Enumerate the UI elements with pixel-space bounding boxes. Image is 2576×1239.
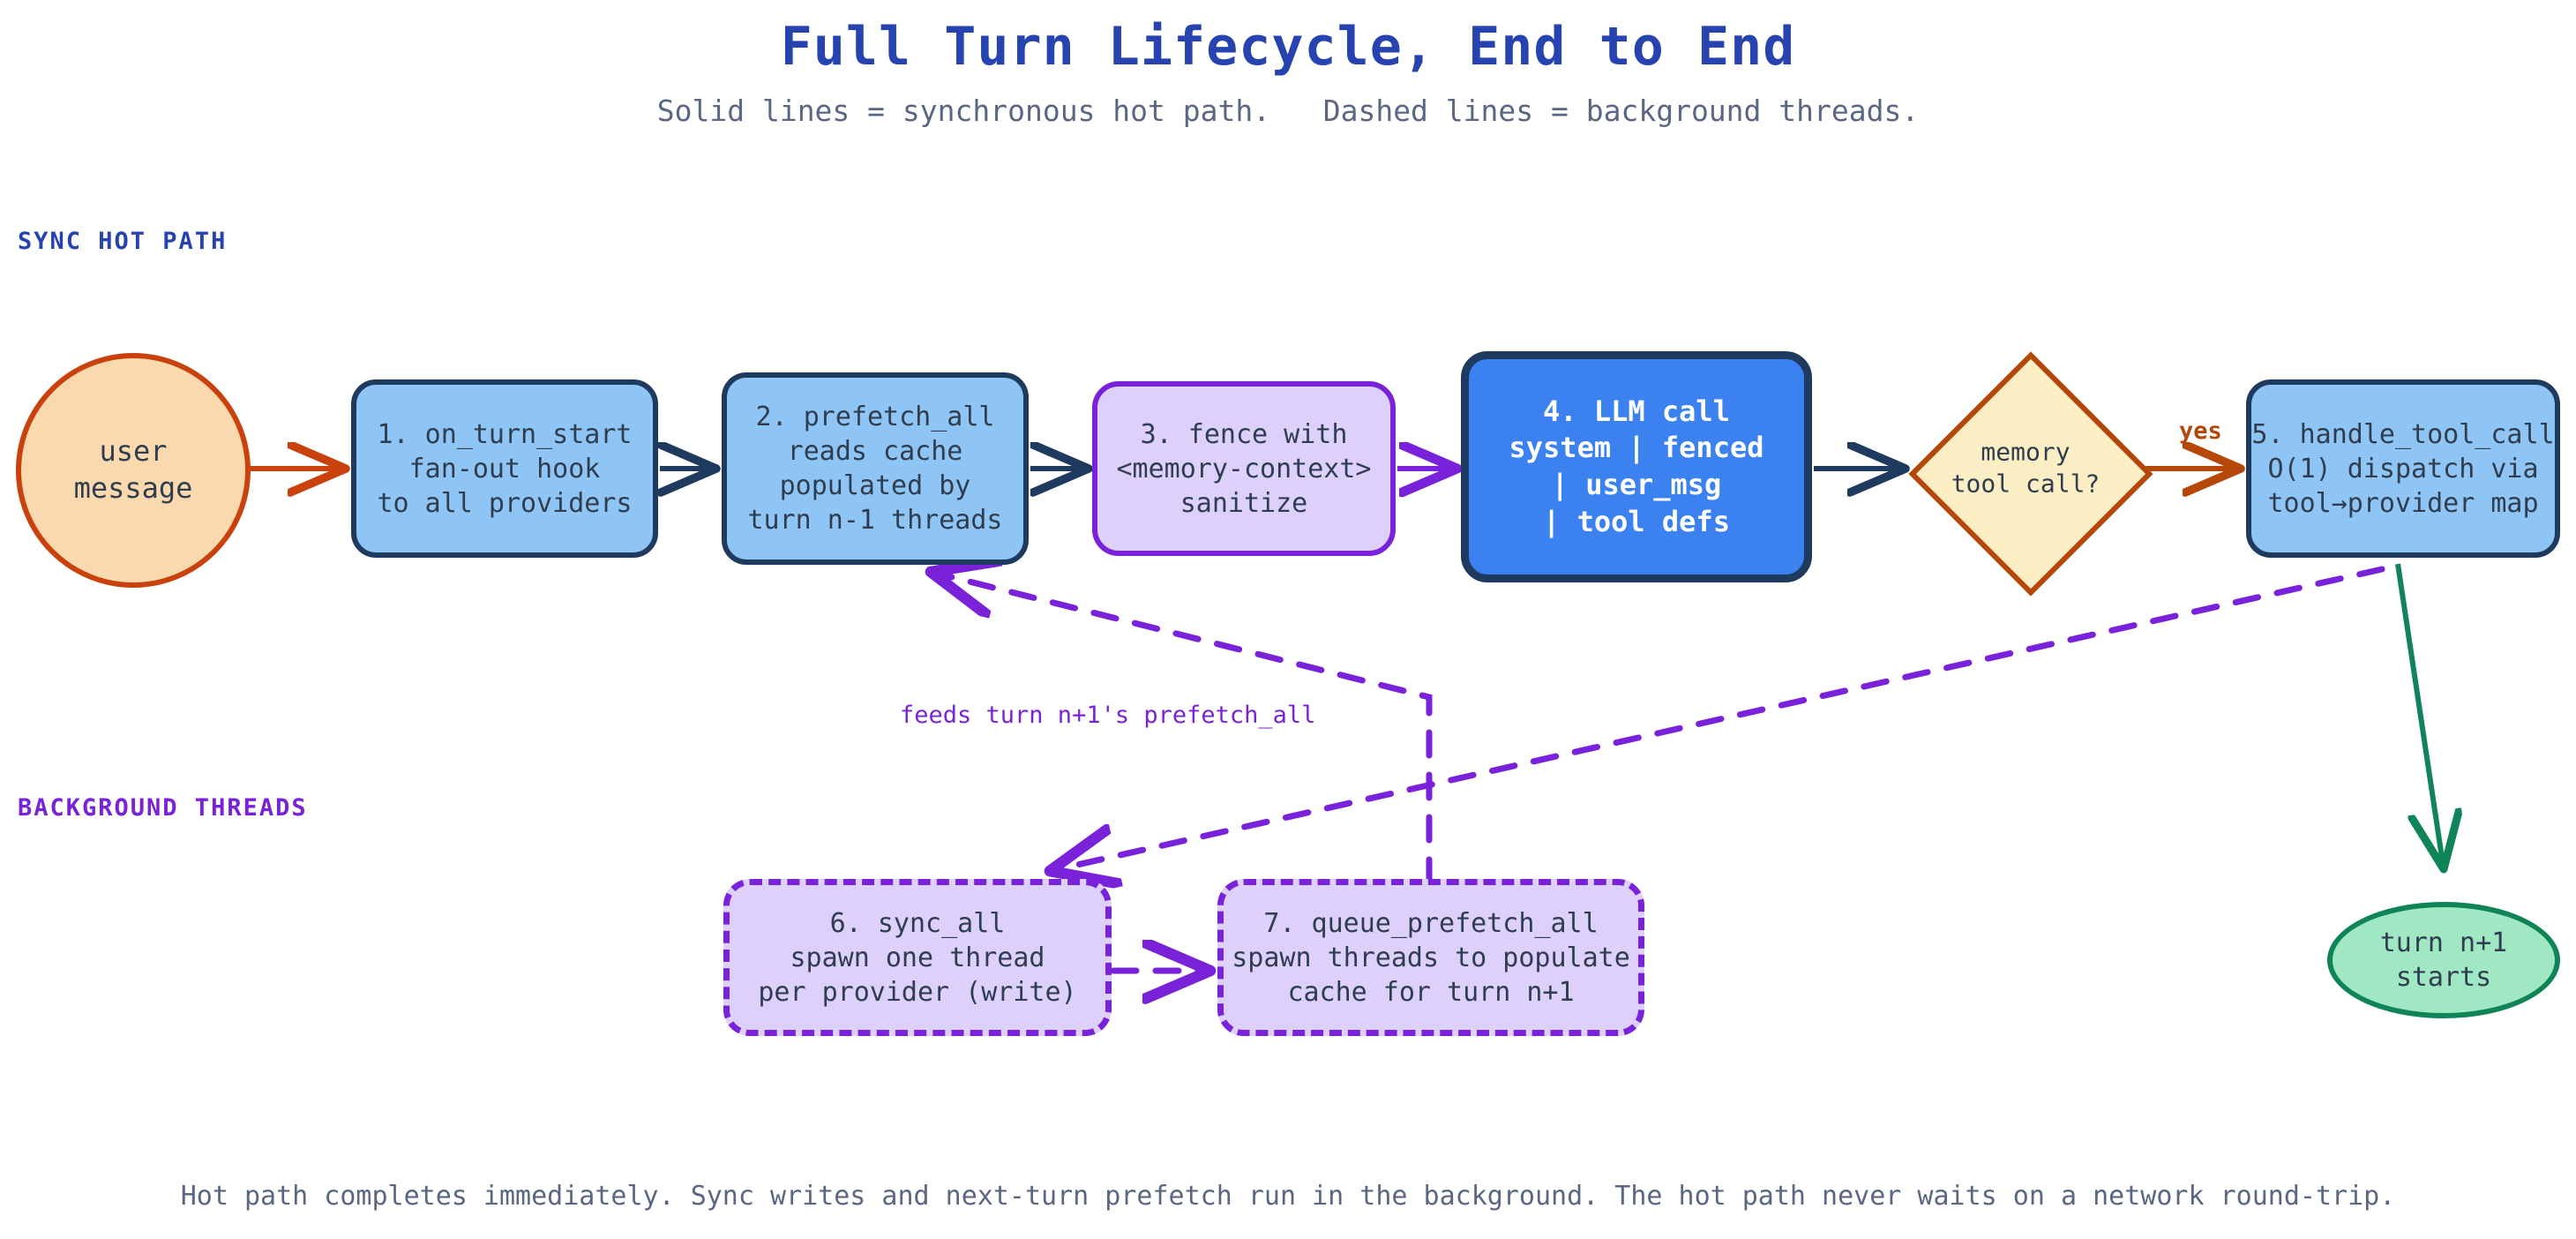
node-turn-next-starts[interactable]: turn n+1 starts (2327, 902, 2560, 1018)
band-label-sync-hot-path: SYNC HOT PATH (18, 228, 228, 255)
node-step7-queue-prefetch-all[interactable]: 7. queue_prefetch_all spawn threads to p… (1217, 879, 1644, 1036)
node-step4-label: 4. LLM call system | fenced | user_msg |… (1509, 394, 1764, 538)
node-step6-sync-all[interactable]: 6. sync_all spawn one thread per provide… (723, 879, 1112, 1036)
node-decision-label: memory tool call? (1951, 437, 2100, 499)
node-turn-next-label: turn n+1 starts (2379, 927, 2508, 993)
node-step7-label: 7. queue_prefetch_all spawn threads to p… (1232, 907, 1630, 1008)
node-step3-fence[interactable]: 3. fence with <memory-context> sanitize (1092, 381, 1396, 556)
node-user-message[interactable]: user message (16, 353, 251, 588)
node-step1-on-turn-start[interactable]: 1. on_turn_start fan-out hook to all pro… (351, 379, 658, 558)
node-user-message-label: user message (73, 434, 193, 505)
diagram-footnote: Hot path completes immediately. Sync wri… (180, 1181, 2396, 1212)
node-step2-label: 2. prefetch_all reads cache populated by… (747, 402, 1003, 536)
diagram-title: Full Turn Lifecycle, End to End (780, 16, 1796, 78)
edge-step5-to-turn-next (2395, 563, 2444, 869)
node-step3-label: 3. fence with <memory-context> sanitize (1116, 418, 1372, 519)
node-step6-label: 6. sync_all spawn one thread per provide… (758, 907, 1077, 1008)
node-step1-label: 1. on_turn_start fan-out hook to all pro… (377, 418, 633, 519)
node-decision-memory-tool-call[interactable]: memory tool call? (1906, 351, 2153, 597)
node-step2-prefetch-all[interactable]: 2. prefetch_all reads cache populated by… (722, 372, 1029, 565)
diagram-subtitle: Solid lines = synchronous hot path. Dash… (656, 94, 1920, 128)
node-step5-label: 5. handle_tool_call O(1) dispatch via to… (2251, 418, 2555, 519)
band-label-background-threads: BACKGROUND THREADS (18, 794, 308, 822)
node-step5-handle-tool-call[interactable]: 5. handle_tool_call O(1) dispatch via to… (2246, 379, 2560, 558)
node-step4-llm-call[interactable]: 4. LLM call system | fenced | user_msg |… (1461, 351, 1812, 582)
edge-label-yes: yes (2179, 417, 2222, 445)
edge-label-feeds-prefetch: feeds turn n+1's prefetch_all (900, 702, 1316, 729)
